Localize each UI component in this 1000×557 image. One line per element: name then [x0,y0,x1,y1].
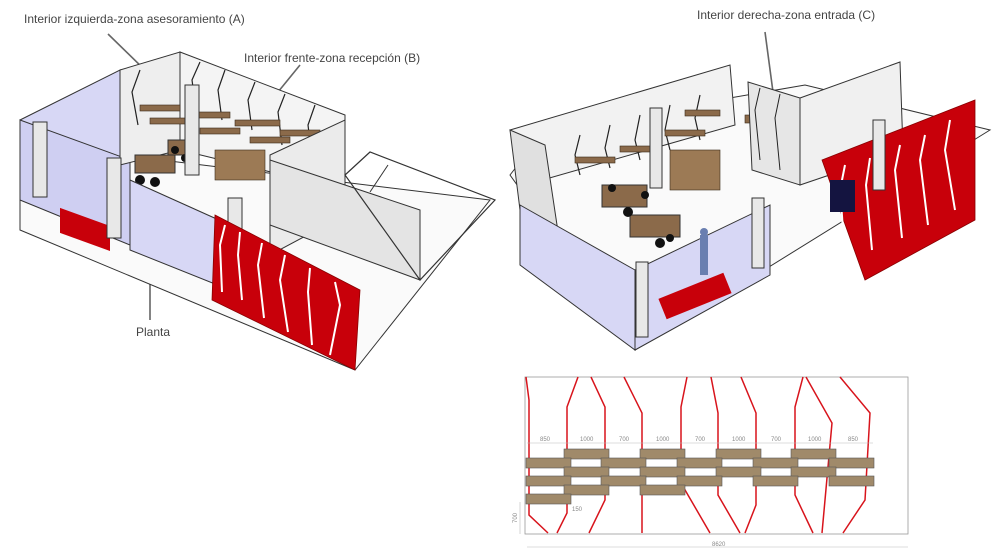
dim-gap: 150 [572,507,583,513]
dim-1000-b: 1000 [656,437,670,443]
label-right-interior: Interior derecha-zona entrada (C) [697,8,876,22]
dim-700-b: 700 [695,437,706,443]
stand-view-left [19,33,497,371]
dim-1000-c: 1000 [732,437,746,443]
dim-700-a: 700 [619,437,630,443]
dim-1000-a: 1000 [580,437,594,443]
label-front-interior: Interior frente-zona recepción (B) [244,51,421,65]
label-left-interior: Interior izquierda-zona asesoramiento (A… [24,12,245,26]
label-floor-plan: Planta [136,325,171,339]
dim-height: 700 [513,512,519,523]
dim-850-left: 850 [540,437,551,443]
dim-700-c: 700 [771,437,782,443]
dim-1000-d: 1000 [808,437,822,443]
dim-850-right: 850 [848,437,859,443]
dim-total-width: 8620 [712,542,726,548]
